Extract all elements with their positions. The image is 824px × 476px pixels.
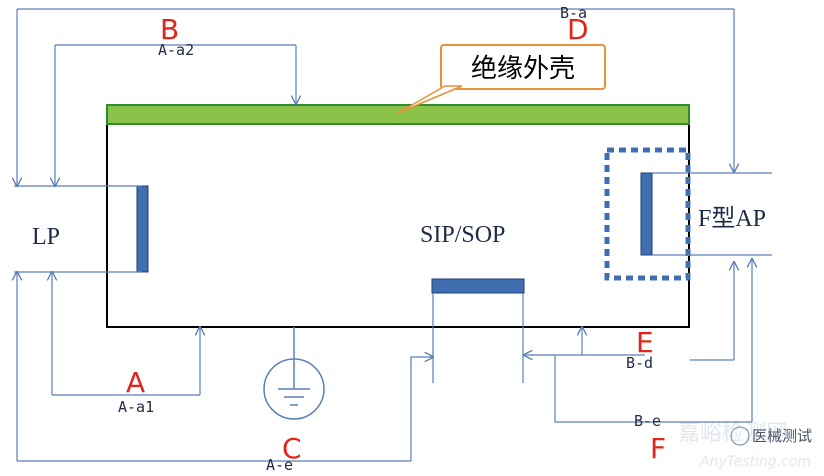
- enclosure-callout-label: 绝缘外壳: [471, 54, 575, 84]
- lp-electrode: [136, 185, 149, 273]
- equipment-enclosure: [106, 104, 690, 328]
- sip-sop-label: SIP/SOP: [420, 222, 505, 248]
- label-a-a2: A-a2: [158, 41, 194, 59]
- watermark-url: AnyTesting.com: [699, 454, 811, 470]
- enclosure-callout-box: [440, 44, 606, 90]
- watermark-subtitle: 医械测试: [752, 427, 812, 445]
- label-a-a1: A-a1: [118, 398, 154, 416]
- red-letters: A B C D E F: [126, 13, 666, 465]
- sip-sop-electrode: [431, 278, 525, 294]
- fap-electrode: [640, 172, 653, 256]
- path-labels: B-a A-a2 A-a1 A-e B-d B-e: [118, 4, 661, 474]
- label-a-e: A-e: [266, 456, 293, 474]
- letter-d: D: [567, 13, 589, 46]
- lp-label: LP: [32, 224, 60, 250]
- label-b-e: B-e: [634, 412, 661, 430]
- letter-c: C: [282, 432, 302, 465]
- watermark-badge: 医械测试: [730, 426, 812, 446]
- letter-f: F: [650, 432, 666, 465]
- fap-label: F型AP: [698, 205, 766, 232]
- letter-b: B: [160, 13, 179, 46]
- fap-dotted-boundary: [604, 147, 691, 281]
- earth-ground-symbol: [263, 327, 325, 420]
- letter-e: E: [636, 326, 654, 359]
- path-lines: [14, 8, 772, 462]
- label-b-a: B-a: [560, 4, 587, 22]
- label-b-d: B-d: [626, 354, 653, 372]
- insulating-shell-strip: [106, 104, 690, 125]
- letter-a: A: [126, 366, 145, 399]
- enclosure-callout-pointer: [397, 85, 463, 114]
- wechat-icon: [730, 426, 750, 446]
